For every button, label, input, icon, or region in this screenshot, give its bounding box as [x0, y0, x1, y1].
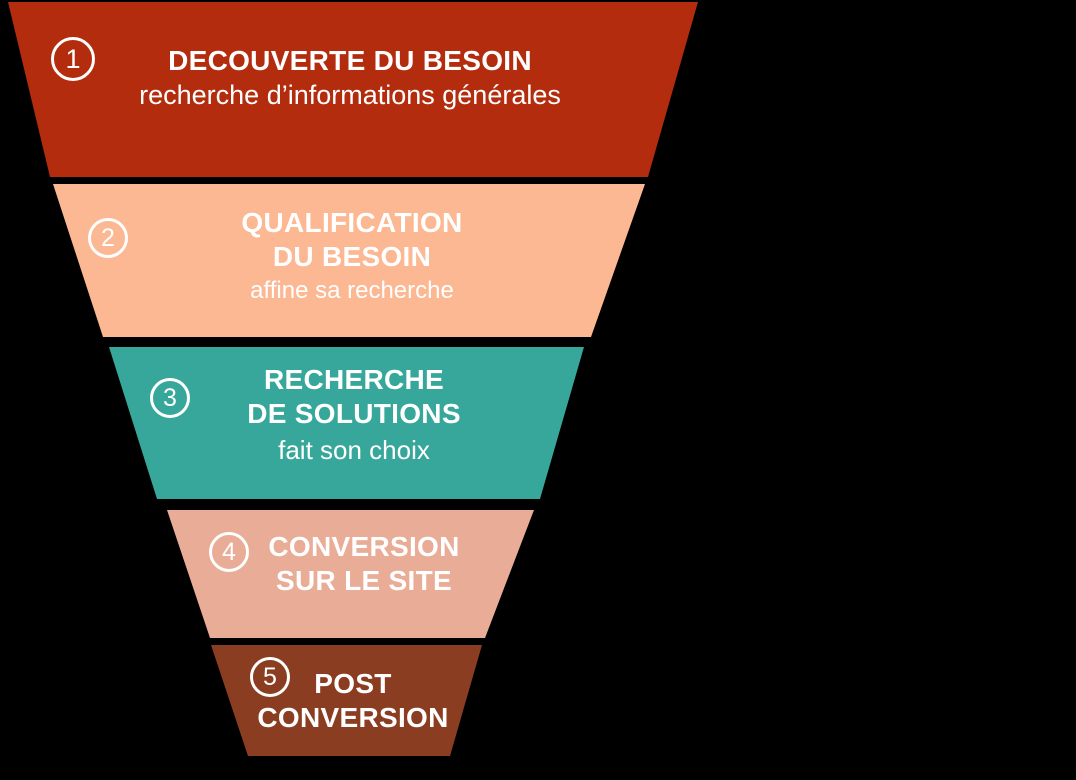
stage-3-number-badge: 3 [150, 378, 190, 418]
stage-1-text: DECOUVERTE DU BESOIN recherche d’informa… [139, 44, 561, 112]
funnel-stage-4-conversion: 4 CONVERSION SUR LE SITE [167, 510, 534, 638]
stage-3-subtitle: fait son choix [278, 435, 430, 465]
stage-5-number-badge: 5 [250, 657, 290, 697]
stage-3-text: RECHERCHE DE SOLUTIONS fait son choix [247, 363, 461, 467]
funnel-stage-5-post-conversion: 5 POST CONVERSION [211, 645, 482, 756]
stage-2-text: QUALIFICATION DU BESOIN affine sa recher… [241, 206, 462, 308]
stage-3-title-line-2: DE SOLUTIONS [247, 398, 461, 429]
stage-1-number-badge: 1 [51, 37, 95, 81]
stage-5-title-line-2: CONVERSION [257, 702, 449, 733]
funnel-stage-2-qualification: 2 QUALIFICATION DU BESOIN affine sa rech… [53, 184, 645, 337]
stage-2-subtitle: affine sa recherche [250, 277, 454, 304]
stage-1-title: DECOUVERTE DU BESOIN [168, 45, 532, 76]
stage-2-number-badge: 2 [88, 218, 128, 258]
stage-5-text: POST CONVERSION [257, 667, 448, 735]
stage-4-number-badge: 4 [209, 532, 249, 572]
funnel-stage-3-recherche-solutions: 3 RECHERCHE DE SOLUTIONS fait son choix [109, 347, 584, 499]
stage-1-subtitle: recherche d’informations générales [139, 80, 561, 110]
funnel-stage-1-decouverte: 1 DECOUVERTE DU BESOIN recherche d’infor… [8, 2, 698, 177]
stage-4-text: CONVERSION SUR LE SITE [268, 530, 459, 598]
stage-4-title-line-1: CONVERSION [268, 531, 460, 562]
stage-2-title-line-1: QUALIFICATION [241, 207, 463, 238]
stage-2-title-line-2: DU BESOIN [272, 241, 432, 272]
stage-4-title-line-2: SUR LE SITE [276, 565, 452, 596]
stage-5-title-line-1: POST [314, 668, 392, 699]
stage-3-title-line-1: RECHERCHE [263, 364, 445, 395]
